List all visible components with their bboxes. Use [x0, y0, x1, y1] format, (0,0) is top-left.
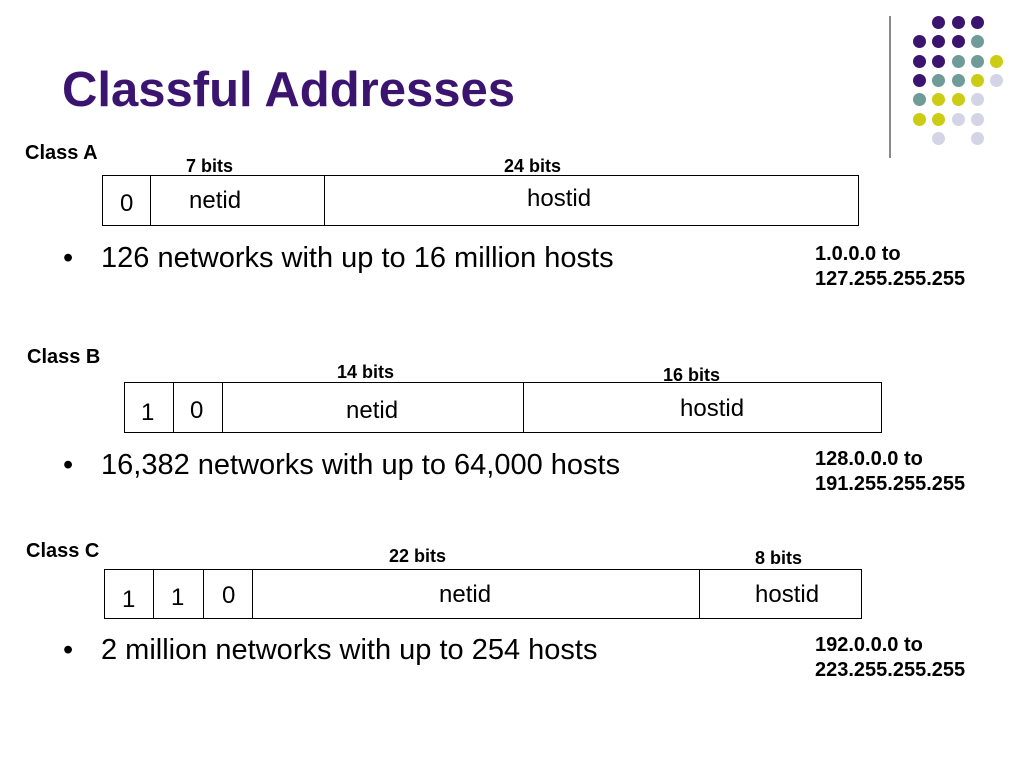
- decorative-dot: [951, 16, 965, 29]
- decorative-dot: [932, 131, 946, 145]
- class-c-field-hostid: hostid: [699, 570, 860, 618]
- class-a-field-netid: netid: [150, 176, 324, 225]
- class-c-range: 192.0.0.0 to 223.255.255.255: [815, 633, 965, 683]
- class-a-field-text: netid: [189, 187, 242, 214]
- class-b-field-text: 1: [141, 399, 155, 426]
- class-b-field-text: 0: [190, 397, 204, 424]
- class-b-field-bit-1: 1: [125, 383, 173, 432]
- class-a-range-end: 127.255.255.255: [815, 268, 966, 290]
- class-c-bullet-text: 2 million networks with up to 254 hosts: [101, 634, 598, 666]
- decorative-dot: [913, 93, 926, 107]
- decorative-dot: [970, 112, 984, 126]
- bullet-marker: •: [63, 634, 74, 666]
- decorative-dot: [990, 73, 1004, 87]
- class-b-range-end: 191.255.255.255: [815, 473, 966, 495]
- class-c-field-text: netid: [439, 581, 492, 608]
- class-b-address-format: 1 0 netid hostid: [124, 382, 882, 433]
- class-b-field-text: hostid: [680, 395, 745, 422]
- class-b-netid-bits: 14 bits: [337, 362, 395, 382]
- decorative-dot: [970, 93, 984, 107]
- class-c-address-format: 1 1 0 netid hostid: [104, 569, 862, 619]
- decorative-dot: [932, 54, 946, 68]
- class-c-field-text: 0: [222, 582, 236, 609]
- decorative-dot: [951, 54, 965, 68]
- class-a-field-text: hostid: [527, 185, 592, 212]
- class-c-field-text: 1: [171, 584, 185, 611]
- class-a-hostid-bits: 24 bits: [504, 156, 562, 176]
- decorative-dot: [913, 73, 926, 87]
- class-c-range-end: 223.255.255.255: [815, 659, 966, 681]
- class-c-range-start: 192.0.0.0 to: [815, 634, 923, 656]
- class-b-hostid-bits: 16 bits: [663, 365, 721, 385]
- class-a-range-start: 1.0.0.0 to: [815, 243, 901, 265]
- class-c-netid-bits: 22 bits: [389, 546, 447, 566]
- decorative-dot: [932, 73, 946, 87]
- class-a-bullet: • 126 networks with up to 16 million host…: [63, 244, 614, 273]
- class-a-field-leading-bit: 0: [103, 176, 150, 225]
- class-a-field-text: 0: [120, 190, 134, 217]
- decorative-dot: [951, 112, 965, 126]
- class-b-range-start: 128.0.0.0 to: [815, 448, 923, 470]
- bullet-marker: •: [63, 449, 74, 481]
- decorative-dot: [913, 35, 926, 49]
- bullet-marker: •: [63, 242, 74, 274]
- class-b-label: Class B: [27, 346, 101, 368]
- class-a-label: Class A: [25, 142, 98, 164]
- class-b-field-text: netid: [346, 397, 399, 424]
- decorative-dot: [970, 35, 984, 49]
- class-c-field-netid: netid: [252, 570, 699, 618]
- class-a-bullet-text: 126 networks with up to 16 million hosts: [101, 242, 614, 274]
- decorative-dot: [932, 35, 946, 49]
- vertical-divider: [889, 16, 891, 158]
- class-b-field-hostid: hostid: [523, 383, 880, 432]
- class-c-label: Class C: [26, 540, 100, 562]
- decorative-dot: [970, 131, 984, 145]
- decorative-dot: [990, 54, 1004, 68]
- class-a-address-format: 0 netid hostid: [102, 175, 859, 226]
- decorative-dot: [970, 54, 984, 68]
- class-c-field-bit-3: 0: [203, 570, 252, 618]
- slide-title: Classful Addresses: [62, 63, 515, 117]
- decorative-dot: [970, 16, 984, 29]
- decorative-dot: [913, 112, 926, 126]
- class-a-netid-bits: 7 bits: [186, 156, 234, 176]
- class-a-field-hostid: hostid: [324, 176, 857, 225]
- decorative-dot: [932, 112, 946, 126]
- class-b-bullet-text: 16,382 networks with up to 64,000 hosts: [101, 449, 621, 481]
- class-a-range: 1.0.0.0 to 127.255.255.255: [815, 242, 965, 292]
- decorative-dot: [951, 35, 965, 49]
- decorative-dot: [932, 16, 946, 29]
- class-c-field-text: hostid: [755, 581, 820, 608]
- class-c-hostid-bits: 8 bits: [755, 548, 803, 568]
- class-b-bullet: • 16,382 networks with up to 64,000 hosts: [63, 451, 620, 480]
- class-c-field-bit-1: 1: [105, 570, 153, 618]
- class-c-field-text: 1: [122, 586, 136, 613]
- decorative-dot: [951, 93, 965, 107]
- decorative-dot: [970, 73, 984, 87]
- class-c-bullet: • 2 million networks with up to 254 hosts: [63, 636, 597, 665]
- decorative-dot: [951, 73, 965, 87]
- decorative-dot: [932, 93, 946, 107]
- decorative-dot: [913, 54, 926, 68]
- class-b-field-bit-2: 0: [173, 383, 222, 432]
- class-b-field-netid: netid: [222, 383, 523, 432]
- class-b-range: 128.0.0.0 to 191.255.255.255: [815, 447, 965, 497]
- class-c-field-bit-2: 1: [153, 570, 203, 618]
